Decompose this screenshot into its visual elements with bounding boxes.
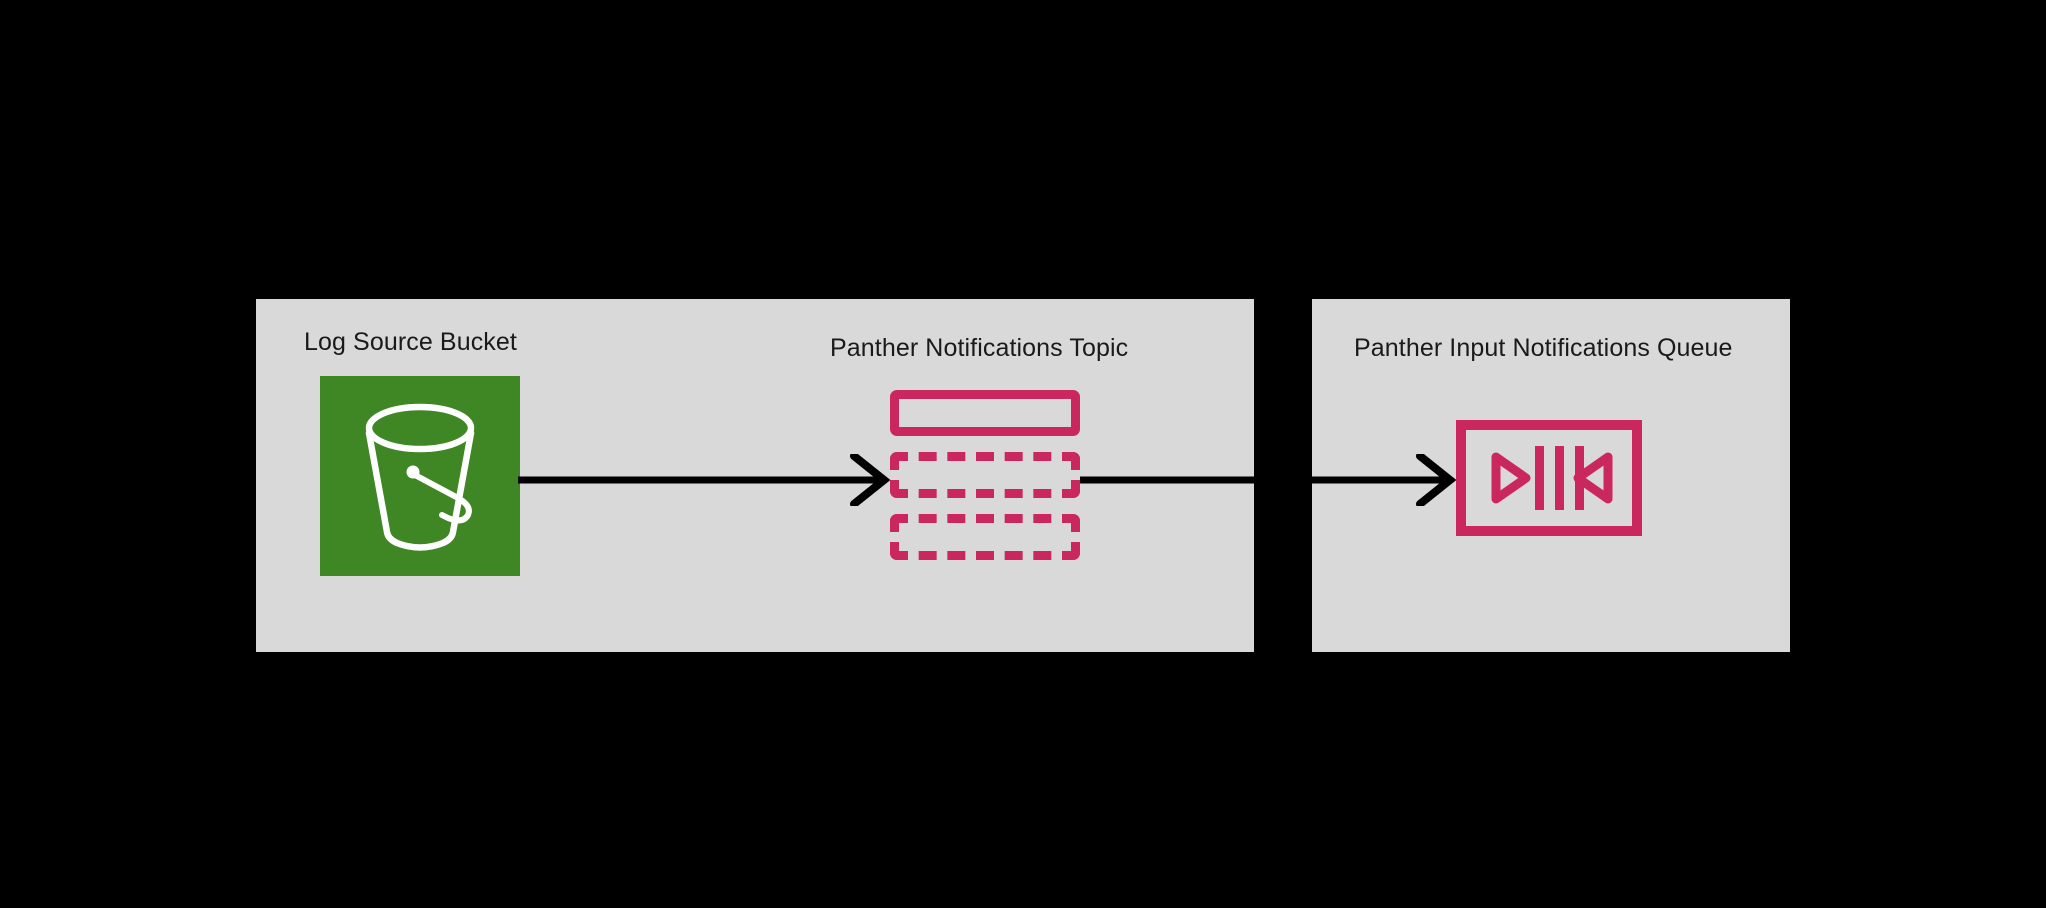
aws-s3-bucket-icon: [320, 376, 520, 576]
sns-topic-bar-dashed-1: [890, 452, 1080, 498]
sns-topic-bar-dashed-2: [890, 514, 1080, 560]
aws-sqs-queue-icon: [1456, 420, 1642, 536]
log-source-bucket-label: Log Source Bucket: [304, 328, 517, 356]
edge-topic-to-queue: [1080, 454, 1460, 506]
panther-notifications-topic-label: Panther Notifications Topic: [830, 334, 1129, 362]
edge-bucket-to-topic: [518, 454, 894, 506]
panther-input-notifications-queue-label: Panther Input Notifications Queue: [1354, 334, 1733, 362]
sns-topic-bar-solid: [890, 390, 1080, 436]
aws-sns-topic-icon: [890, 390, 1080, 562]
panther-panel: [1312, 299, 1790, 652]
